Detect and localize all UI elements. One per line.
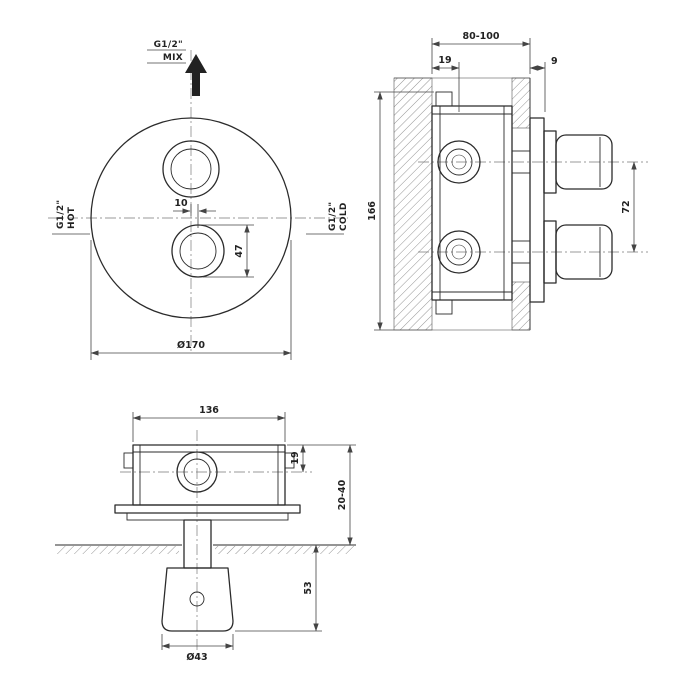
trim-plate-circle: [90, 117, 292, 319]
dim-body-width: 136: [132, 405, 286, 442]
dim-knob-height: 47: [200, 224, 254, 278]
side-section-view: 80-100 19 9 166 72: [367, 31, 648, 331]
top-port-inner-circle: [451, 154, 467, 170]
port-inner-circle: [183, 458, 211, 486]
wall-surface-hatch: [57, 546, 179, 554]
dim-value: 136: [199, 405, 219, 416]
dim-value: 10: [174, 198, 188, 209]
top-knob-outer-circle: [162, 140, 220, 198]
handle-stem: [183, 519, 212, 569]
hot-port-label-size: G1/2": [56, 200, 66, 229]
bottom-port-inner-circle: [451, 244, 467, 260]
mount-tab-top: [435, 91, 453, 107]
top-knob-body: [555, 134, 613, 190]
side-tab-right: [284, 452, 295, 469]
dim-port-inset: 19: [431, 55, 460, 112]
dim-embed-depth: 20-40: [337, 444, 353, 546]
bottom-port-mid-circle: [445, 238, 473, 266]
handle-screw-circle: [189, 591, 205, 607]
dim-value: 166: [367, 201, 378, 221]
top-knob-inner-circle: [170, 148, 212, 190]
wall-section-right-top: [511, 77, 531, 129]
dim-plate-thickness: 9: [529, 56, 558, 112]
dim-knob-offset: 10: [173, 198, 216, 228]
dim-value: 19: [290, 451, 301, 464]
dim-value: 72: [621, 200, 632, 213]
dim-value: 9: [551, 56, 558, 67]
wall-surface-hatch: [215, 546, 354, 554]
hot-port-label: HOT: [67, 206, 77, 229]
dim-value: 80-100: [463, 31, 500, 42]
bottom-knob-body: [555, 224, 613, 280]
mix-port-label: MIX: [163, 53, 183, 63]
bottom-port-outer-circle: [437, 230, 481, 274]
trim-plate-side: [529, 117, 545, 303]
dim-handle-diameter: Ø43: [161, 634, 234, 663]
dim-value: 20-40: [337, 479, 348, 510]
bottom-section-view: 136 19 20-40 53 Ø43: [55, 405, 356, 663]
dim-value: Ø43: [186, 652, 207, 663]
rough-in-box: [431, 105, 513, 301]
dim-body-height: 166: [367, 91, 434, 331]
front-view: G1/2" MIX G1/2" HOT G1/2" COLD 10 47 Ø17…: [48, 40, 349, 360]
mount-tab-bottom: [435, 299, 453, 315]
body-outline: [132, 444, 286, 506]
wall-section-right-bottom: [511, 281, 531, 331]
cold-port-label: COLD: [339, 202, 349, 231]
dim-value: Ø170: [177, 340, 205, 351]
side-tab-left: [123, 452, 134, 469]
dim-value: 53: [303, 581, 314, 594]
wall-section-left: [393, 77, 433, 331]
mounting-flange: [114, 504, 301, 514]
top-port-outer-circle: [437, 140, 481, 184]
top-port-mid-circle: [445, 148, 473, 176]
dim-value: 47: [234, 244, 245, 257]
dim-plate-diameter: Ø170: [90, 240, 292, 360]
port-outer-circle: [176, 451, 218, 493]
flange-inner-layer: [126, 512, 289, 521]
mix-outlet-arrow-icon: [185, 54, 207, 96]
handle-profile: [161, 567, 234, 632]
cold-port-label-size: G1/2": [328, 202, 338, 231]
dim-handle-projection: 53: [235, 544, 322, 632]
dim-handle-spacing: 72: [621, 161, 637, 253]
dim-value: 19: [438, 55, 451, 66]
bottom-knob-inner-circle: [179, 232, 217, 270]
mix-port-label-size: G1/2": [154, 40, 183, 50]
dim-wall-depth: 80-100: [431, 31, 531, 74]
dim-port-offset: 19: [287, 444, 356, 473]
